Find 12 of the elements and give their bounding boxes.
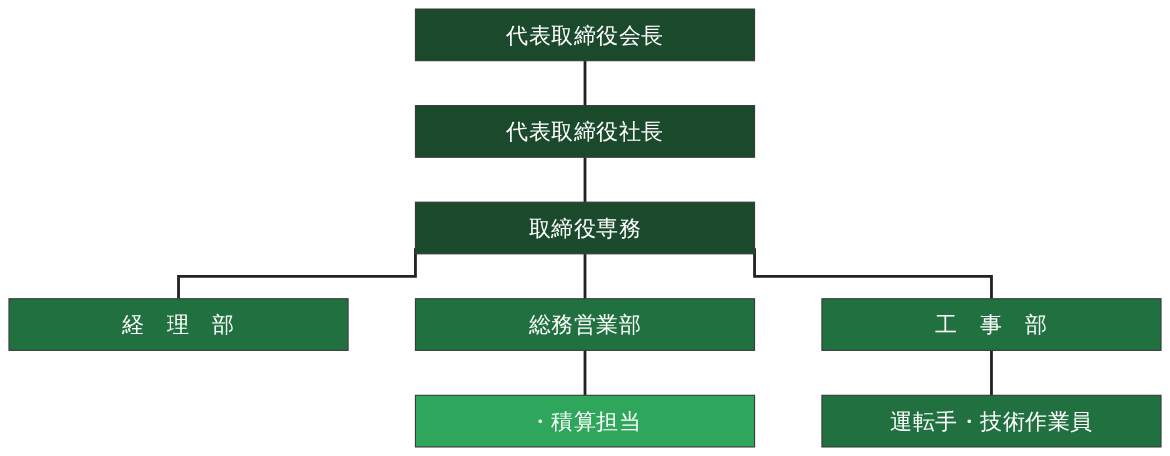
connector-line (583, 350, 587, 397)
org-box: 代表取締役会長 (414, 8, 756, 62)
org-box: 工 事 部 (821, 298, 1162, 351)
org-box: 代表取締役社長 (414, 105, 756, 158)
connector-line (990, 350, 993, 397)
org-box: 取締役専務 (414, 201, 756, 255)
org-box: 運転手・技術作業員 (821, 394, 1162, 448)
org-box: 経 理 部 (8, 298, 349, 351)
org-box: ・積算担当 (414, 394, 756, 448)
connector-line (583, 60, 587, 107)
org-box: 総務営業部 (414, 298, 756, 351)
connector-line (583, 157, 587, 204)
